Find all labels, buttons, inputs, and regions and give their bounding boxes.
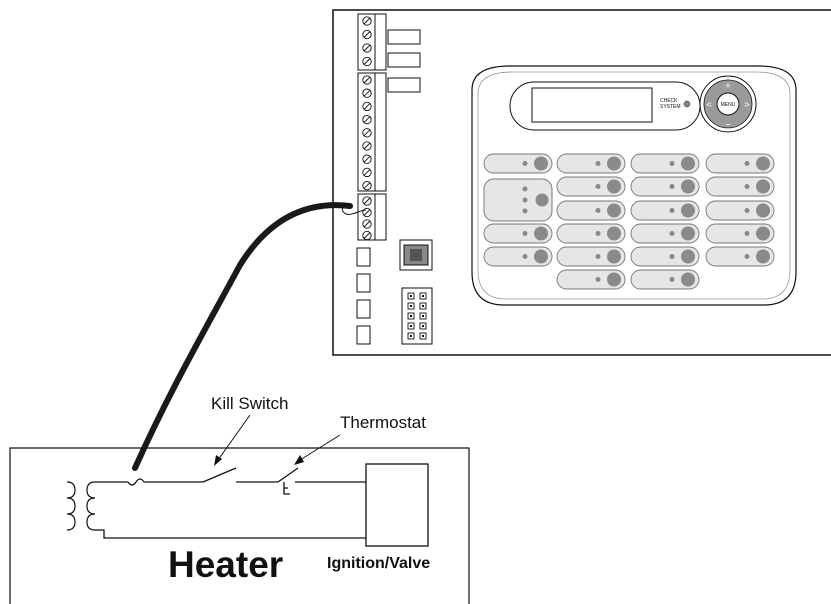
heater-title: Heater [168,544,283,585]
kill-switch-pointer [217,414,251,461]
keypad-button[interactable] [483,223,553,244]
header-pin [419,312,427,320]
thermostat-label: Thermostat [340,413,426,432]
relay-block [387,29,421,45]
header-pin [419,302,427,310]
ignition-valve-label: Ignition/Valve [327,555,430,572]
keypad-button[interactable] [483,153,553,174]
chevron-down-icon[interactable]: − [725,120,732,129]
header-pin [407,312,415,320]
kill-switch-symbol [202,467,237,483]
terminal-strip-bottom [357,193,387,241]
terminal-screw-icon [362,101,372,112]
component-block [356,299,371,319]
keypad-button[interactable] [556,269,626,290]
terminal-screw-icon [362,75,372,85]
terminal-screw-icon [362,128,372,138]
check-system-label: CHECK [660,98,678,104]
component-block [356,325,371,345]
heater-box [9,447,470,604]
chevron-up-icon[interactable]: + [725,81,732,90]
keypad-button-grid [483,153,775,290]
keypad-button[interactable] [556,176,626,197]
terminal-screw-icon [362,141,372,151]
menu-button[interactable] [716,92,740,116]
kill-switch-label: Kill Switch [211,394,288,413]
keypad-button[interactable] [630,269,700,290]
cable-end-loop [341,203,367,215]
thermostat-pointer [299,434,341,461]
check-system-label: SYSTEM [660,104,681,110]
terminal-screw-icon [362,114,372,125]
header-pin [407,292,415,300]
arrowhead-icon [294,455,304,465]
terminal-strip-top [357,13,387,71]
terminal-screw-icon [362,29,372,40]
keypad-button[interactable] [556,223,626,244]
check-system-led [683,100,691,108]
terminal-screw-icon [362,180,372,191]
header-pin [407,332,415,340]
keypad-button[interactable] [705,153,775,174]
keypad-button-large[interactable] [483,178,553,222]
navigation-pad[interactable]: MENU + < > − [699,75,757,133]
terminal-screw-icon [362,154,372,164]
terminal-strip-middle [357,72,387,192]
lcd-screen [531,87,653,123]
terminal-screw-icon [362,207,372,218]
keypad-button[interactable] [556,246,626,267]
terminal-screw-icon [362,43,372,53]
header-pin [419,322,427,330]
terminal-screw-icon [362,219,372,229]
terminal-screw-icon [362,56,372,67]
keypad-button[interactable] [556,153,626,174]
menu-button-label: MENU [721,102,736,108]
terminal-screw-icon [362,88,372,98]
keypad-inner-outline [477,71,791,300]
header-pin [419,332,427,340]
transformer-coil-icon [66,481,96,531]
terminal-screw-icon [362,230,372,241]
keypad-button[interactable] [630,223,700,244]
ignition-valve-box [365,463,429,547]
relay-block [387,77,421,93]
chevron-left-icon[interactable]: < [706,100,713,109]
terminal-screw-icon [362,167,372,178]
heater-circuit-wiring [95,478,366,539]
sensor-cable [132,202,353,471]
keypad-button[interactable] [630,153,700,174]
rj-jack [399,239,433,271]
header-pin [419,292,427,300]
header-pin [407,322,415,330]
chevron-right-icon[interactable]: > [744,100,751,109]
keypad-button[interactable] [705,200,775,221]
keypad-button[interactable] [705,246,775,267]
terminal-screw-icon [362,196,372,206]
keypad-button[interactable] [630,200,700,221]
thermostat-symbol [277,467,299,495]
keypad-button[interactable] [483,246,553,267]
arrowhead-icon [214,455,222,466]
header-pin [407,302,415,310]
terminal-screw-icon [362,16,372,26]
component-block [356,247,371,267]
keypad-button[interactable] [556,200,626,221]
keypad-button[interactable] [705,176,775,197]
keypad-button[interactable] [630,246,700,267]
component-block [356,273,371,293]
relay-block [387,52,421,68]
keypad-button[interactable] [705,223,775,244]
keypad-button[interactable] [630,176,700,197]
pin-header [401,287,433,345]
